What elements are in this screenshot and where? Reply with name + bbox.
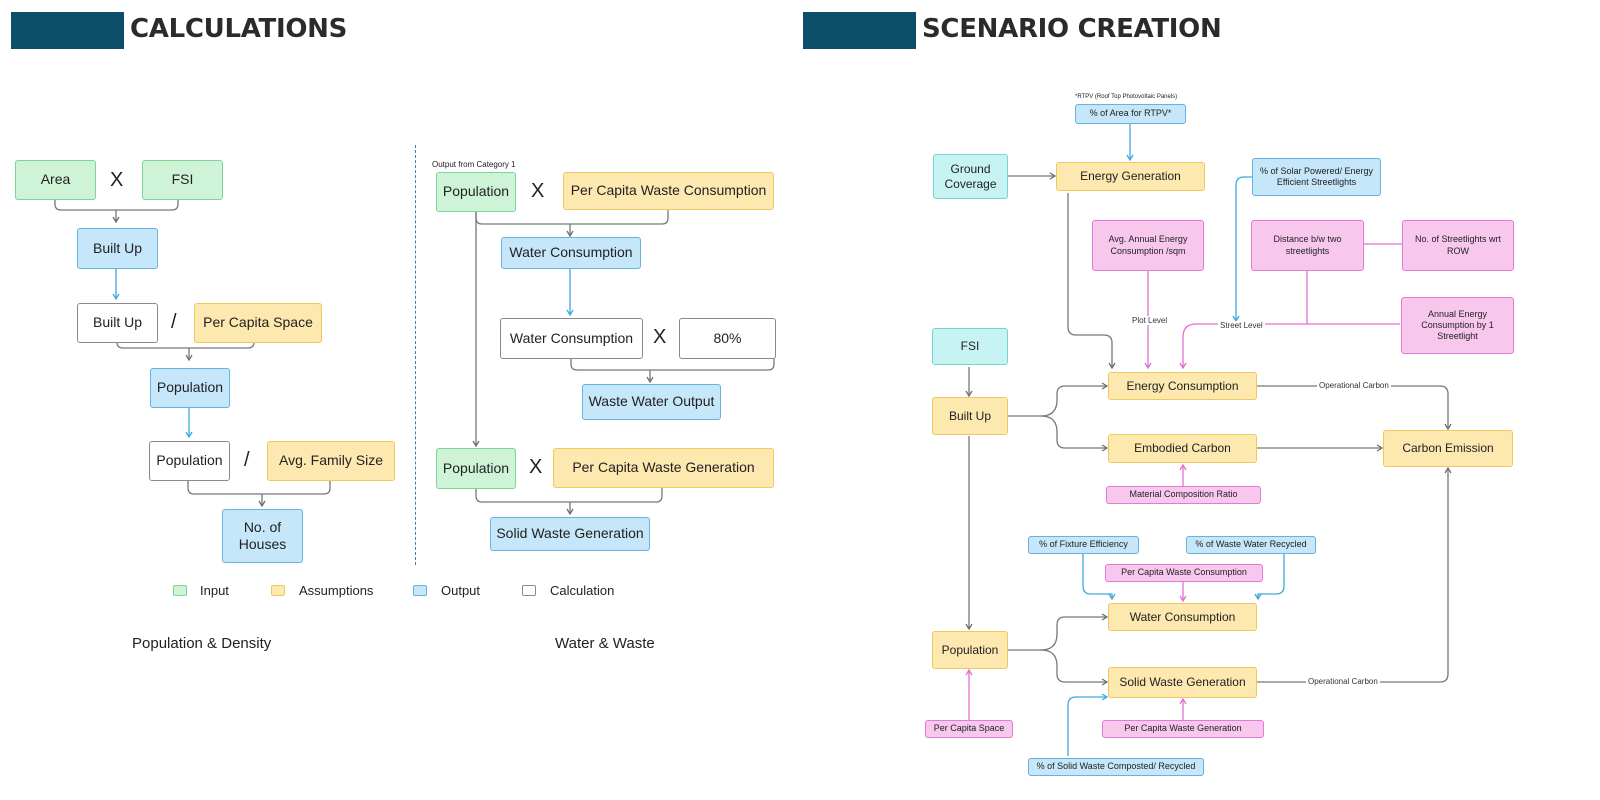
no-of-houses-box: No. of Houses xyxy=(222,509,303,563)
per-capita-waste-generation-box: Per Capita Waste Generation xyxy=(553,448,774,488)
solid-waste-generation-output-box: Solid Waste Generation xyxy=(490,517,650,551)
operational-carbon-label: Operational Carbon xyxy=(1317,381,1391,390)
water-consumption-box: Water Consumption xyxy=(1108,603,1257,631)
fsi-teal-box: FSI xyxy=(932,328,1008,365)
avg-annual-energy-box: Avg. Annual Energy Consumption /sqm xyxy=(1092,220,1204,271)
ground-coverage-box: Ground Coverage xyxy=(933,154,1008,199)
carbon-emission-box: Carbon Emission xyxy=(1383,430,1513,467)
population-box-2: Population xyxy=(436,448,516,489)
material-composition-box: Material Composition Ratio xyxy=(1106,486,1261,504)
area-box: Area xyxy=(15,160,96,200)
multiply-operator: X xyxy=(110,169,124,191)
legend-calculation-swatch xyxy=(522,585,536,596)
category-note: Output from Category 1 xyxy=(432,160,516,169)
embodied-carbon-box: Embodied Carbon xyxy=(1108,434,1257,463)
legend-output-label: Output xyxy=(441,583,481,598)
divide-operator-2: / xyxy=(244,449,250,471)
population-output-box: Population xyxy=(150,368,230,408)
pct-solar-streetlights-box: % of Solar Powered/ Energy Efficient Str… xyxy=(1252,158,1381,196)
legend-input-label: Input xyxy=(200,583,229,598)
no-streetlights-box: No. of Streetlights wrt ROW xyxy=(1402,220,1514,271)
legend-assumptions-label: Assumptions xyxy=(299,583,374,598)
percent-80-box: 80% xyxy=(679,318,776,359)
scenario-creation-title: SCENARIO CREATION xyxy=(922,14,1222,44)
legend-output-swatch xyxy=(413,585,427,596)
rtpv-note: *RTPV (Roof Top Photovoltaic Panels) xyxy=(1075,94,1178,100)
built-up-box: Built Up xyxy=(932,397,1008,435)
energy-generation-box: Energy Generation xyxy=(1056,162,1205,191)
legend-input-swatch xyxy=(173,585,187,596)
multiply-operator-4: X xyxy=(529,456,543,478)
water-consumption-output-box: Water Consumption xyxy=(501,237,641,269)
pct-fixture-efficiency-box: % of Fixture Efficiency xyxy=(1028,536,1139,554)
avg-family-size-box: Avg. Family Size xyxy=(267,441,395,481)
water-consumption-calc-box: Water Consumption xyxy=(500,318,643,359)
pct-waste-water-recycled-box: % of Waste Water Recycled xyxy=(1186,536,1316,554)
per-capita-waste-generation-pink-box: Per Capita Waste Generation xyxy=(1102,720,1264,738)
per-capita-waste-consumption-pink-box: Per Capita Waste Consumption xyxy=(1105,564,1263,582)
built-up-output-box: Built Up xyxy=(77,228,158,269)
population-calc-box: Population xyxy=(149,441,230,481)
pct-solid-waste-composted-box: % of Solid Waste Composted/ Recycled xyxy=(1028,758,1204,776)
operational-carbon-label-2: Operational Carbon xyxy=(1306,677,1380,686)
waste-water-output-box: Waste Water Output xyxy=(582,384,721,420)
solid-waste-generation-box: Solid Waste Generation xyxy=(1108,667,1257,698)
legend-calculation-label: Calculation xyxy=(550,583,615,598)
per-capita-space-box: Per Capita Space xyxy=(194,303,322,343)
fsi-box: FSI xyxy=(142,160,223,200)
header-accent-bar-right xyxy=(803,12,916,49)
street-level-label: Street Level xyxy=(1218,321,1265,330)
per-capita-waste-consumption-box: Per Capita Waste Consumption xyxy=(563,172,774,210)
divide-operator: / xyxy=(171,311,177,333)
water-waste-caption: Water & Waste xyxy=(555,635,655,652)
water-population-box: Population xyxy=(436,172,516,212)
per-capita-space-pink-box: Per Capita Space xyxy=(925,720,1013,738)
energy-consumption-box: Energy Consumption xyxy=(1108,372,1257,400)
multiply-operator-2: X xyxy=(531,180,545,202)
pct-area-rtpv-box: % of Area for RTPV* xyxy=(1075,104,1186,124)
calculations-title: CALCULATIONS xyxy=(130,14,348,44)
header-accent-bar-left xyxy=(11,12,124,49)
population-box: Population xyxy=(932,631,1008,669)
section-divider xyxy=(415,145,416,565)
annual-energy-streetlight-box: Annual Energy Consumption by 1 Streetlig… xyxy=(1401,297,1514,354)
built-up-calc-box: Built Up xyxy=(77,303,158,343)
distance-streetlights-box: Distance b/w two streetlights xyxy=(1251,220,1364,271)
population-density-caption: Population & Density xyxy=(132,635,272,652)
multiply-operator-3: X xyxy=(653,326,667,348)
legend-assumptions-swatch xyxy=(271,585,285,596)
plot-level-label: Plot Level xyxy=(1130,316,1170,325)
